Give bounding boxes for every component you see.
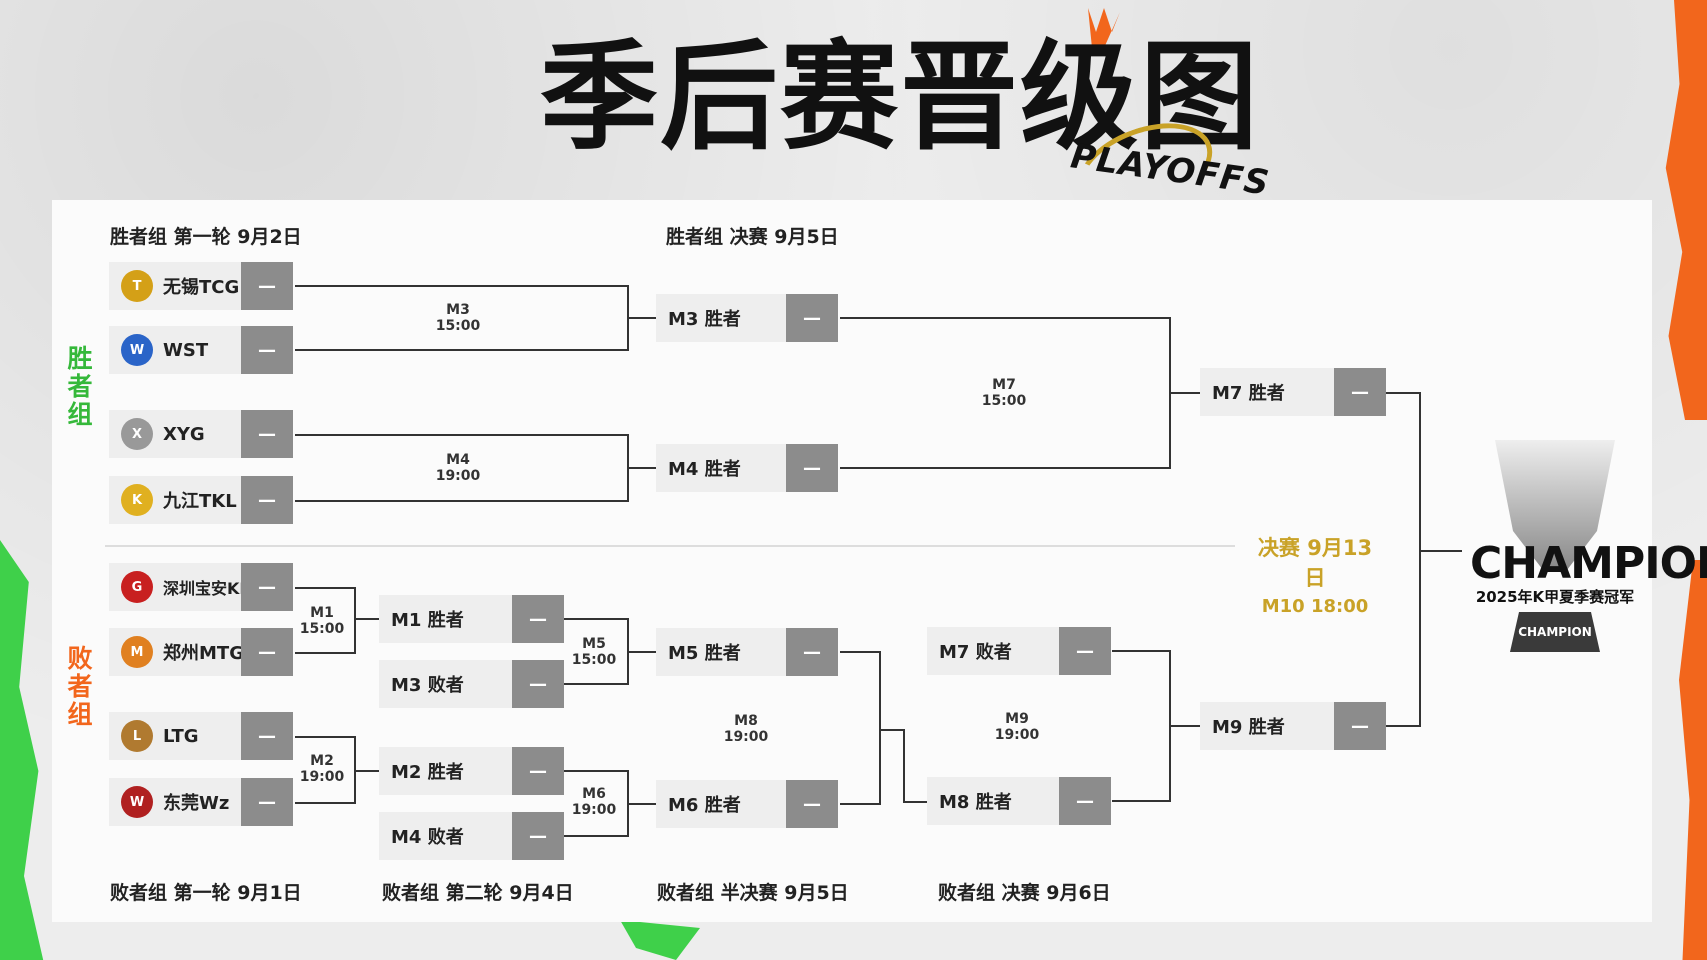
team-slot[interactable]: X XYG — bbox=[109, 410, 293, 458]
team-slot[interactable]: K 九江TKL — bbox=[109, 476, 293, 524]
bracket-panel bbox=[52, 200, 1652, 922]
round-label-lb-semi: 败者组 半决赛 9月5日 bbox=[657, 882, 849, 904]
team-score: — bbox=[241, 410, 293, 458]
team-logo-icon: X bbox=[121, 418, 153, 450]
team-slot[interactable]: M 郑州MTG — bbox=[109, 628, 293, 676]
round-label-wb-final: 胜者组 决赛 9月5日 bbox=[666, 226, 839, 248]
trophy: CHAMPION 2025年K甲夏季赛冠军 CHAMPION bbox=[1470, 430, 1707, 660]
slot-m2-winner[interactable]: M2 胜者 — bbox=[379, 747, 564, 795]
slot-m1-winner[interactable]: M1 胜者 — bbox=[379, 595, 564, 643]
team-name: XYG bbox=[163, 423, 205, 445]
team-score: — bbox=[241, 476, 293, 524]
slot-m3-winner[interactable]: M3 胜者 — bbox=[656, 294, 838, 342]
team-logo-icon: L bbox=[121, 720, 153, 752]
team-score: — bbox=[241, 778, 293, 826]
page-title: 季后赛晋级图 bbox=[540, 28, 1261, 166]
slot-m9-winner[interactable]: M9 胜者 — bbox=[1200, 702, 1386, 750]
team-slot[interactable]: G 深圳宝安KLG — bbox=[109, 563, 293, 611]
team-score: — bbox=[241, 262, 293, 310]
round-label-lb-r2: 败者组 第二轮 9月4日 bbox=[382, 882, 574, 904]
team-score: — bbox=[241, 563, 293, 611]
losers-side-label: 败者组 bbox=[67, 644, 93, 729]
team-name: 东莞Wz bbox=[163, 793, 230, 814]
team-name: WST bbox=[163, 339, 209, 361]
team-name: 郑州MTG bbox=[163, 643, 244, 664]
slot-m5-winner[interactable]: M5 胜者 — bbox=[656, 628, 838, 676]
team-score: — bbox=[241, 326, 293, 374]
team-logo-icon: W bbox=[121, 786, 153, 818]
round-label-lb-r1: 败者组 第一轮 9月1日 bbox=[110, 882, 302, 904]
team-name: 无锡TCG bbox=[163, 277, 240, 298]
team-slot[interactable]: T 无锡TCG — bbox=[109, 262, 293, 310]
team-logo-icon: T bbox=[121, 270, 153, 302]
trophy-subtitle: 2025年K甲夏季赛冠军 bbox=[1475, 588, 1635, 606]
slot-m7-winner[interactable]: M7 胜者 — bbox=[1200, 368, 1386, 416]
team-slot[interactable]: L LTG — bbox=[109, 712, 293, 760]
team-name: 九江TKL bbox=[163, 491, 237, 512]
team-name: LTG bbox=[163, 725, 199, 747]
team-slot[interactable]: W 东莞Wz — bbox=[109, 778, 293, 826]
team-logo-icon: W bbox=[121, 334, 153, 366]
round-label-lb-final: 败者组 决赛 9月6日 bbox=[938, 882, 1111, 904]
bracket-divider bbox=[105, 545, 1235, 547]
slot-m7-loser[interactable]: M7 败者 — bbox=[927, 627, 1111, 675]
team-score: — bbox=[241, 712, 293, 760]
final-label: 决赛 9月13日 M10 18:00 bbox=[1257, 536, 1373, 617]
trophy-base: CHAMPION bbox=[1510, 612, 1600, 652]
slot-m6-winner[interactable]: M6 胜者 — bbox=[656, 780, 838, 828]
trophy-title: CHAMPION bbox=[1470, 538, 1707, 589]
team-name: 深圳宝安KLG bbox=[163, 579, 263, 598]
slot-m8-winner[interactable]: M8 胜者 — bbox=[927, 777, 1111, 825]
team-slot[interactable]: W WST — bbox=[109, 326, 293, 374]
round-label-wb-r1: 胜者组 第一轮 9月2日 bbox=[110, 226, 302, 248]
slot-m4-winner[interactable]: M4 胜者 — bbox=[656, 444, 838, 492]
slot-m3-loser[interactable]: M3 败者 — bbox=[379, 660, 564, 708]
team-logo-icon: G bbox=[121, 571, 153, 603]
slot-m4-loser[interactable]: M4 败者 — bbox=[379, 812, 564, 860]
winners-side-label: 胜者组 bbox=[67, 344, 93, 429]
team-logo-icon: K bbox=[121, 484, 153, 516]
team-score: — bbox=[241, 628, 293, 676]
team-logo-icon: M bbox=[121, 636, 153, 668]
